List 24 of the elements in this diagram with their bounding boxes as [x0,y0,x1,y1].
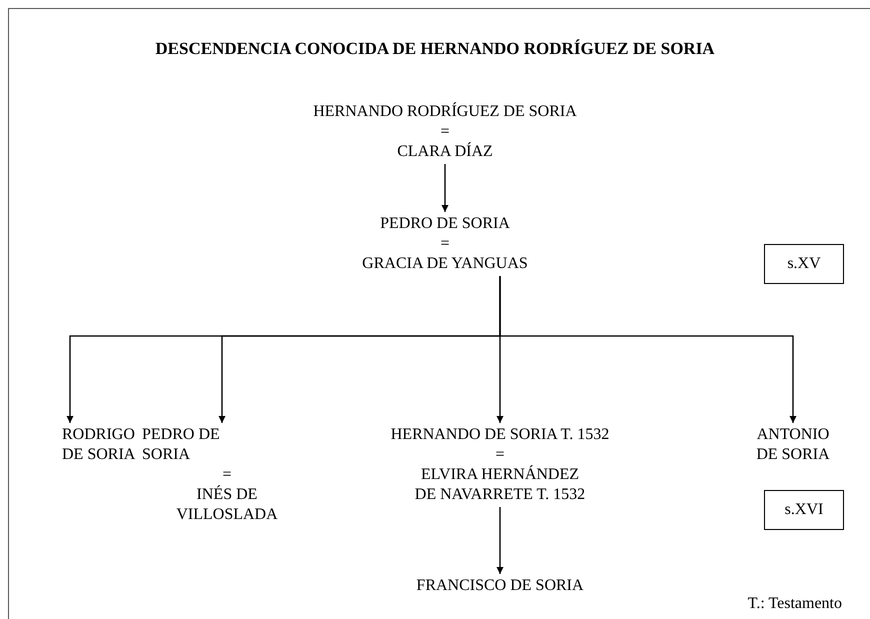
person-name: ANTONIO DE SORIA [755,425,831,465]
diagram-title: DESCENDENCIA CONOCIDA DE HERNANDO RODRÍGUEZ DE SORIA [154,38,716,60]
note-text: T.: Testamento [748,594,842,614]
person-name: CLARA DÍAZ [397,142,493,162]
person-name: HERNANDO DE SORIA T. 1532 [390,425,610,445]
person-name: RODRIGO DE SORIA [62,425,136,465]
person-name: s.XV [787,254,821,274]
century-box [764,490,844,530]
century-box [764,244,844,284]
person-name: s.XVI [784,500,824,520]
equals-sign: = [221,465,232,485]
person-name: PEDRO DE SORIA [380,214,510,234]
person-name: GRACIA DE YANGUAS [362,254,528,274]
person-name: HERNANDO RODRÍGUEZ DE SORIA [313,102,577,122]
arrow [442,164,448,212]
arrow [496,507,504,574]
person-name: PEDRO DE SORIA [142,425,221,465]
person-name: ELVIRA HERNÁNDEZ DE NAVARRETE T. 1532 [414,465,586,505]
equals-sign: = [440,122,450,142]
equals-sign: = [495,445,505,465]
arrow [499,276,796,423]
equals-sign: = [440,234,450,254]
person-name: FRANCISCO DE SORIA [416,576,584,596]
person-name: INÉS DE VILLOSLADA [175,485,279,525]
